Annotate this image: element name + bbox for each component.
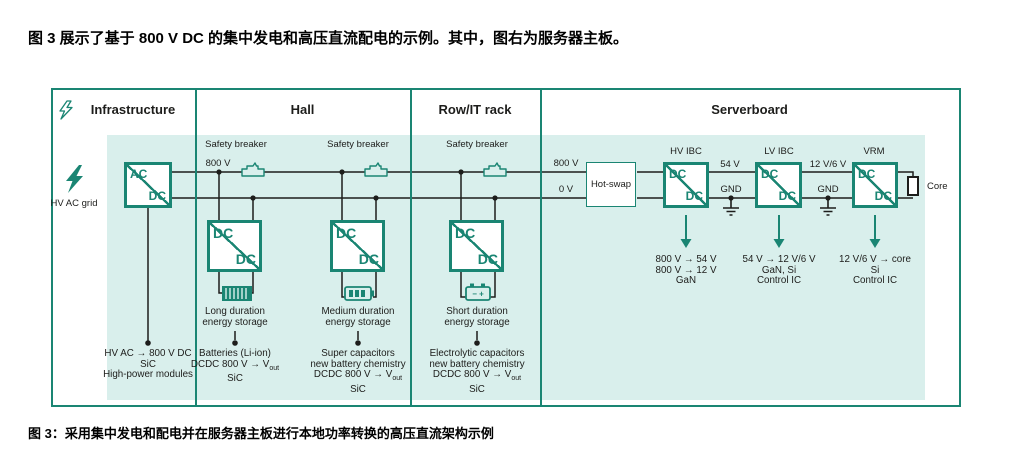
converter-label-dc: DC <box>358 251 379 267</box>
section-header-row-label: Row/IT rack <box>438 101 512 117</box>
safety-breaker-label: Safety breaker <box>205 139 267 150</box>
core-load-box <box>907 176 919 196</box>
section-header-infrastructure: Infrastructure <box>70 99 196 119</box>
vrm-conversion-note: 12 V/6 V → core Si Control IC <box>839 254 911 287</box>
lv-ibc-converter-box: DC DC <box>755 162 802 208</box>
converter-label-ac: AC <box>130 167 148 181</box>
converter-label-dc: DC <box>235 251 256 267</box>
storage-note-short: Electrolytic capacitors new battery chem… <box>429 348 525 395</box>
section-header-serverboard-label: Serverboard <box>711 101 788 117</box>
lightning-bolt-icon <box>66 165 83 193</box>
hv-ac-grid-label: HV AC grid <box>50 198 98 209</box>
converter-label-dc: DC <box>477 251 498 267</box>
hv-ibc-converter-box: DC DC <box>663 162 709 208</box>
converter-label-dc: DC <box>858 167 876 181</box>
12v-6v-rail-label: 12 V/6 V <box>809 159 847 170</box>
figure-intro-text: 图 3 展示了基于 800 V DC 的集中发电和高压直流配电的示例。其中，图右… <box>28 30 629 47</box>
vout-subscript: out <box>392 375 403 383</box>
section-header-infrastructure-label: Infrastructure <box>90 101 176 117</box>
hv-ibc-stage-label: HV IBC <box>670 146 702 157</box>
serverboard-input-0v-label: 0 V <box>558 184 574 195</box>
storage-note-long: Batteries (Li-ion) DCDC 800 V → Vout SiC <box>190 348 280 385</box>
storage-caption-medium: Medium duration energy storage <box>321 306 395 328</box>
vout-subscript: out <box>511 375 522 383</box>
dc-dc-converter-box-hall-1: DC DC <box>207 220 262 272</box>
converter-label-dc: DC <box>778 189 796 203</box>
storage-note-medium: Super capacitors new battery chemistry D… <box>310 348 406 395</box>
ground-icon <box>820 198 836 216</box>
lv-ibc-conversion-note: 54 V → 12 V/6 V GaN, Si Control IC <box>742 254 816 287</box>
section-header-row: Row/IT rack <box>412 99 538 119</box>
hot-swap-box: Hot-swap <box>586 162 636 207</box>
section-divider <box>195 88 197 407</box>
arrow-down-icon <box>773 215 785 248</box>
converter-label-dc: DC <box>874 189 892 203</box>
battery-cells-icon <box>344 286 374 301</box>
section-divider <box>540 88 542 407</box>
serverboard-input-800v-label: 800 V <box>553 158 579 169</box>
section-header-hall-label: Hall <box>290 101 315 117</box>
safety-breaker-icon <box>364 162 388 177</box>
wires <box>147 171 914 343</box>
core-label: Core <box>927 181 948 192</box>
arrow-down-icon <box>869 215 881 248</box>
vout-subscript: out <box>269 364 280 372</box>
hv-ibc-conversion-note: 800 V → 54 V 800 V → 12 V GaN <box>655 254 717 287</box>
infrastructure-note: HV AC → 800 V DC SiC High-power modules <box>103 348 193 381</box>
converter-label-dc: DC <box>148 189 166 203</box>
battery-striped-icon <box>222 286 252 301</box>
converter-label-dc: DC <box>336 225 357 241</box>
gnd-label: GND <box>817 184 839 195</box>
ground-symbols <box>723 198 836 216</box>
ground-icon <box>723 198 739 216</box>
section-divider <box>410 88 412 407</box>
dc-dc-converter-box-hall-2: DC DC <box>330 220 385 272</box>
safety-breaker-label: Safety breaker <box>446 139 508 150</box>
safety-breaker-icons <box>241 162 507 177</box>
ac-dc-converter-box: AC DC <box>124 162 172 208</box>
converter-label-dc: DC <box>213 225 234 241</box>
storage-caption-long: Long duration energy storage <box>202 306 268 328</box>
safety-breaker-icon <box>241 162 265 177</box>
section-header-hall: Hall <box>197 99 408 119</box>
vrm-stage-label: VRM <box>863 146 885 157</box>
vrm-converter-box: DC DC <box>852 162 898 208</box>
converter-label-dc: DC <box>761 167 779 181</box>
lightning-outline-icon <box>59 100 73 120</box>
converter-label-dc: DC <box>669 167 687 181</box>
54v-rail-label: 54 V <box>720 159 740 170</box>
dc-dc-converter-box-row: DC DC <box>449 220 504 272</box>
converter-label-dc: DC <box>685 189 703 203</box>
storage-caption-short: Short duration energy storage <box>444 306 510 328</box>
figure-caption: 图 3：采用集中发电和配电并在服务器主板进行本地功率转换的高压直流架构示例 <box>28 426 494 441</box>
arrow-down-icon <box>680 215 692 248</box>
converter-label-dc: DC <box>455 225 476 241</box>
hall-bus-voltage-label: 800 V <box>205 158 231 169</box>
conversion-arrows <box>680 215 881 248</box>
safety-breaker-label: Safety breaker <box>327 139 389 150</box>
lv-ibc-stage-label: LV IBC <box>764 146 794 157</box>
gnd-label: GND <box>720 184 742 195</box>
safety-breaker-icon <box>483 162 507 177</box>
svg-text:− +: − + <box>472 290 484 299</box>
section-header-serverboard: Serverboard <box>542 99 957 119</box>
battery-polarity-icon: − + <box>465 283 491 301</box>
